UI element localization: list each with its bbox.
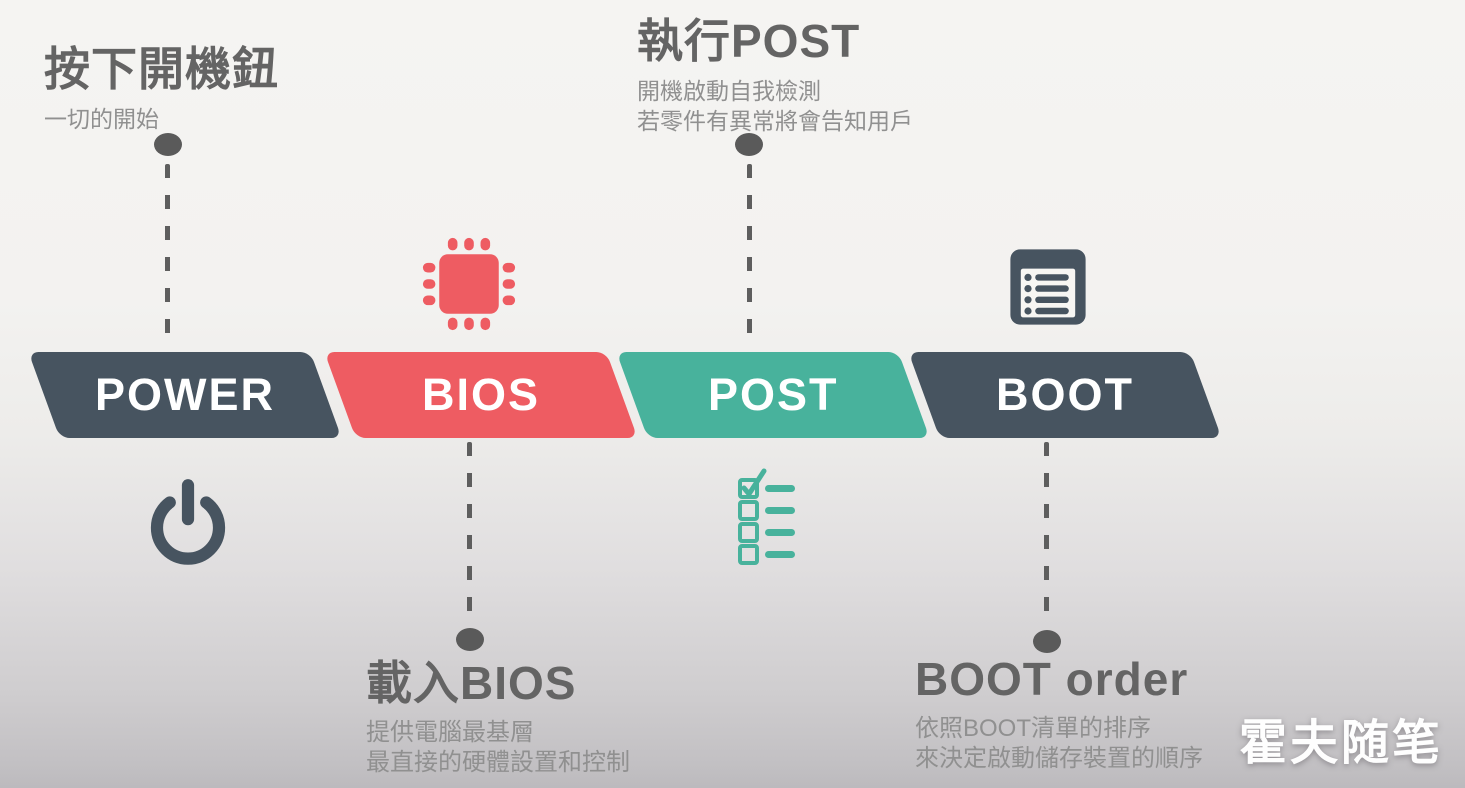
callout-boot: BOOT order 依照BOOT清單的排序 來決定啟動儲存裝置的順序	[915, 654, 1203, 774]
callout-boot-title: BOOT order	[915, 653, 1189, 705]
dashed-connector-bios	[467, 442, 472, 622]
callout-post-line-2: 若零件有異常將會告知用戶	[637, 107, 913, 134]
callout-boot-line-1: 依照BOOT清單的排序	[915, 714, 1152, 742]
callout-post-line-1: 開機啟動自我檢測	[637, 77, 821, 104]
callout-power-line-1: 一切的開始	[44, 105, 159, 132]
callout-bios: 載入BIOS 提供電腦最基層 最直接的硬體設置和控制	[366, 658, 630, 778]
dashed-connector-boot	[1044, 442, 1049, 624]
dashed-connector-power	[165, 164, 170, 346]
banner-post: POST	[616, 352, 930, 438]
banner-bios: BIOS	[324, 352, 638, 438]
boot-order-list-icon	[1008, 247, 1088, 332]
timeline-dot-post	[735, 133, 763, 156]
power-icon	[141, 474, 235, 573]
banner-post-label: POST	[707, 369, 839, 420]
banner-boot: BOOT	[908, 352, 1222, 438]
banner-bios-label: BIOS	[421, 369, 541, 420]
callout-post-title: 執行POST	[637, 15, 861, 67]
callout-bios-line-1: 提供電腦最基層	[366, 718, 534, 746]
timeline-dot-bios	[456, 628, 484, 651]
watermark: 霍夫随笔	[1238, 717, 1443, 770]
checklist-icon	[736, 467, 798, 570]
banner-power-label: POWER	[94, 369, 275, 420]
callout-boot-line-2: 來決定啟動儲存裝置的順序	[915, 744, 1203, 772]
banner-power: POWER	[28, 352, 342, 438]
banner-boot-label: BOOT	[996, 369, 1134, 420]
callout-power-title: 按下開機鈕	[44, 43, 279, 95]
callout-bios-title: 載入BIOS	[366, 657, 577, 709]
dashed-connector-post	[747, 164, 752, 346]
callout-post: 執行POST 開機啟動自我檢測 若零件有異常將會告知用戶	[637, 16, 913, 136]
timeline-dot-boot	[1033, 630, 1061, 653]
callout-power: 按下開機鈕 一切的開始	[44, 44, 279, 134]
timeline-dot-power	[154, 133, 182, 156]
callout-bios-line-2: 最直接的硬體設置和控制	[366, 748, 630, 776]
cpu-chip-icon	[421, 236, 517, 337]
